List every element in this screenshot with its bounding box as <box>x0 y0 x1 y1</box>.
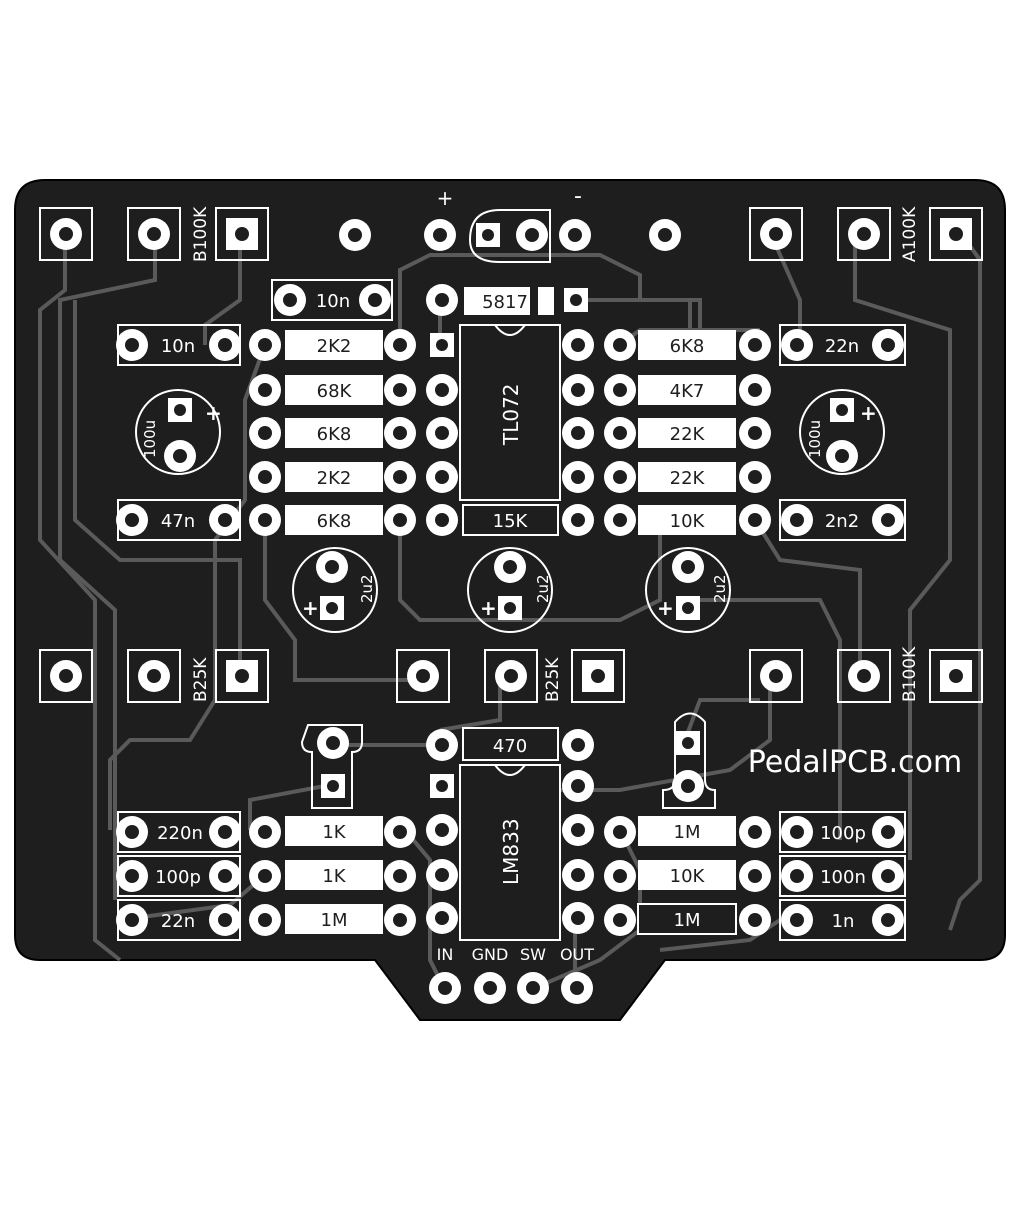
svg-text:100p: 100p <box>155 867 201 888</box>
svg-text:1M: 1M <box>674 822 701 843</box>
plus-label: + <box>437 186 454 210</box>
resistor-column-left: 2K2 68K 6K8 2K2 6K8 <box>249 329 416 536</box>
diode-5817: 5817 <box>426 284 588 316</box>
svg-text:+: + <box>302 596 319 620</box>
electrolytic-mid-2: + 2u2 <box>467 547 553 633</box>
pot-label: A100K <box>900 206 920 262</box>
svg-text:2u2: 2u2 <box>358 574 376 603</box>
svg-text:2n2: 2n2 <box>825 511 859 532</box>
caps-bottom-left: 220n 100p 22n <box>116 811 241 941</box>
io-label-out: OUT <box>560 945 594 964</box>
power-jack-outline <box>468 209 551 263</box>
svg-text:+: + <box>657 596 674 620</box>
svg-text:1K: 1K <box>322 822 346 843</box>
svg-text:22K: 22K <box>670 468 706 489</box>
pad <box>476 223 500 247</box>
resistors-bottom-right: 1M 10K 1M <box>604 816 771 936</box>
cap-left-47n: 47n <box>116 499 241 541</box>
pot-top-left: B100K <box>39 206 269 262</box>
svg-text:5817: 5817 <box>482 292 528 313</box>
ic-tl072: TL072 <box>426 324 594 501</box>
electrolytic-left: + 100u <box>135 389 222 475</box>
cap-right-22n: 22n <box>779 324 906 366</box>
pad <box>559 219 591 251</box>
svg-text:B100K: B100K <box>900 646 920 702</box>
pot-label: B100K <box>191 206 211 262</box>
svg-text:2K2: 2K2 <box>317 468 352 489</box>
svg-text:1K: 1K <box>322 866 346 887</box>
pot-top-right: A100K <box>749 206 983 262</box>
svg-text:100u: 100u <box>806 420 824 458</box>
svg-text:68K: 68K <box>317 381 353 402</box>
svg-text:22n: 22n <box>825 336 859 357</box>
cap-left-10n: 10n <box>116 324 241 366</box>
resistor-15k: 15K <box>426 504 594 536</box>
resistor-column-right: 6K8 4K7 22K 22K 10K <box>604 329 771 536</box>
svg-text:22K: 22K <box>670 424 706 445</box>
svg-text:2u2: 2u2 <box>711 574 729 603</box>
website-label: PedalPCB.com <box>748 745 962 780</box>
svg-text:10K: 10K <box>670 511 706 532</box>
io-header: IN GND SW OUT <box>429 945 594 1004</box>
io-label-in: IN <box>437 945 454 964</box>
svg-text:2u2: 2u2 <box>534 574 552 603</box>
svg-text:LM833: LM833 <box>499 818 523 885</box>
svg-text:B25K: B25K <box>543 657 563 702</box>
pad <box>516 219 548 251</box>
pot-mid-center: B25K <box>396 649 625 703</box>
resistor-470: 470 <box>426 727 594 761</box>
svg-text:10n: 10n <box>161 336 195 357</box>
power-section: + - <box>339 184 681 263</box>
resistors-bottom-left: 1K 1K 1M <box>249 816 416 936</box>
ic-lm833: LM833 <box>426 764 594 941</box>
pad <box>339 219 371 251</box>
svg-text:47n: 47n <box>161 511 195 532</box>
pot-mid-right: B100K <box>749 646 983 703</box>
svg-text:B25K: B25K <box>191 657 211 702</box>
svg-text:10K: 10K <box>670 866 706 887</box>
svg-text:+: + <box>480 596 497 620</box>
svg-text:100n: 100n <box>820 867 866 888</box>
svg-text:10n: 10n <box>316 291 350 312</box>
minus-label: - <box>574 184 582 209</box>
svg-text:100p: 100p <box>820 823 866 844</box>
cap-right-2n2: 2n2 <box>779 499 906 541</box>
pad <box>424 219 456 251</box>
svg-text:+: + <box>205 401 222 425</box>
svg-text:1M: 1M <box>674 910 701 931</box>
svg-text:4K7: 4K7 <box>670 381 705 402</box>
cap-top-10n: 10n <box>271 279 393 321</box>
svg-text:+: + <box>860 401 877 425</box>
svg-text:6K8: 6K8 <box>317 511 352 532</box>
svg-text:6K8: 6K8 <box>317 424 352 445</box>
svg-text:470: 470 <box>493 736 527 757</box>
svg-text:15K: 15K <box>493 511 529 532</box>
led-right-outline <box>662 712 716 809</box>
io-label-sw: SW <box>520 945 546 964</box>
electrolytic-right: + 100u <box>799 389 885 475</box>
svg-text:2K2: 2K2 <box>317 336 352 357</box>
svg-text:220n: 220n <box>157 823 203 844</box>
pad <box>649 219 681 251</box>
svg-text:6K8: 6K8 <box>670 336 705 357</box>
caps-bottom-right: 100p 100n 1n <box>779 811 906 941</box>
svg-text:TL072: TL072 <box>499 383 523 446</box>
electrolytic-mid-1: + 2u2 <box>292 547 378 633</box>
svg-text:100u: 100u <box>141 420 159 458</box>
led-left-outline <box>300 724 363 809</box>
io-label-gnd: GND <box>472 945 509 964</box>
svg-text:22n: 22n <box>161 911 195 932</box>
svg-text:1M: 1M <box>321 910 348 931</box>
svg-text:1n: 1n <box>832 911 855 932</box>
pot-mid-left: B25K <box>39 649 269 703</box>
electrolytic-mid-3: + 2u2 <box>645 547 731 633</box>
